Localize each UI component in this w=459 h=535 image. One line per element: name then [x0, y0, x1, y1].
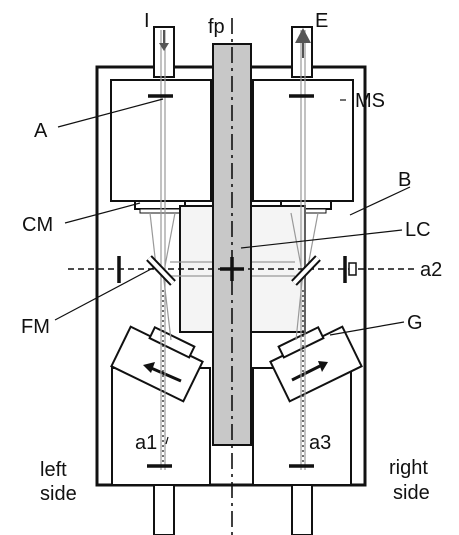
label-CM: CM: [22, 214, 53, 236]
exit-arrowhead: [295, 28, 311, 43]
label-left-side-line1: left: [40, 459, 67, 481]
label-G: G: [407, 312, 423, 334]
label-E: E: [315, 10, 328, 32]
grating-left-arrow: [150, 366, 182, 383]
collimator-left-rim: [139, 208, 181, 214]
collimator-left-plate: [134, 200, 186, 210]
leader-lines: [54, 98, 411, 445]
label-right-side-line1: right: [389, 457, 428, 479]
folding-mirror-left-face: [147, 256, 175, 285]
label-fp: fp: [208, 16, 225, 38]
input-tube: [153, 26, 175, 78]
axis-a2-end-block: [348, 262, 357, 276]
label-a3: a3: [309, 432, 331, 454]
bottom-left-tube: [153, 483, 175, 535]
input-arrowhead: [159, 43, 169, 51]
label-right-side-line2: side: [393, 482, 430, 504]
label-I: I: [144, 10, 150, 32]
slit-marks: [117, 94, 347, 468]
label-a2: a2: [420, 259, 442, 281]
grating-left-arrowhead: [143, 362, 155, 373]
label-a1: a1: [135, 432, 157, 454]
bottom-right-tube: [291, 483, 313, 535]
label-LC: LC: [405, 219, 431, 241]
upper-right-block: [252, 79, 354, 202]
grating-right-arrowhead: [318, 361, 328, 372]
label-B: B: [398, 169, 411, 191]
label-MS: MS: [355, 90, 385, 112]
label-FM: FM: [21, 316, 50, 338]
label-A: A: [34, 120, 48, 142]
label-left-side-line2: side: [40, 483, 77, 505]
grating-right-arrow: [291, 364, 321, 382]
beam-paths: [149, 30, 319, 470]
folding-mirror-right-face: [292, 256, 320, 285]
